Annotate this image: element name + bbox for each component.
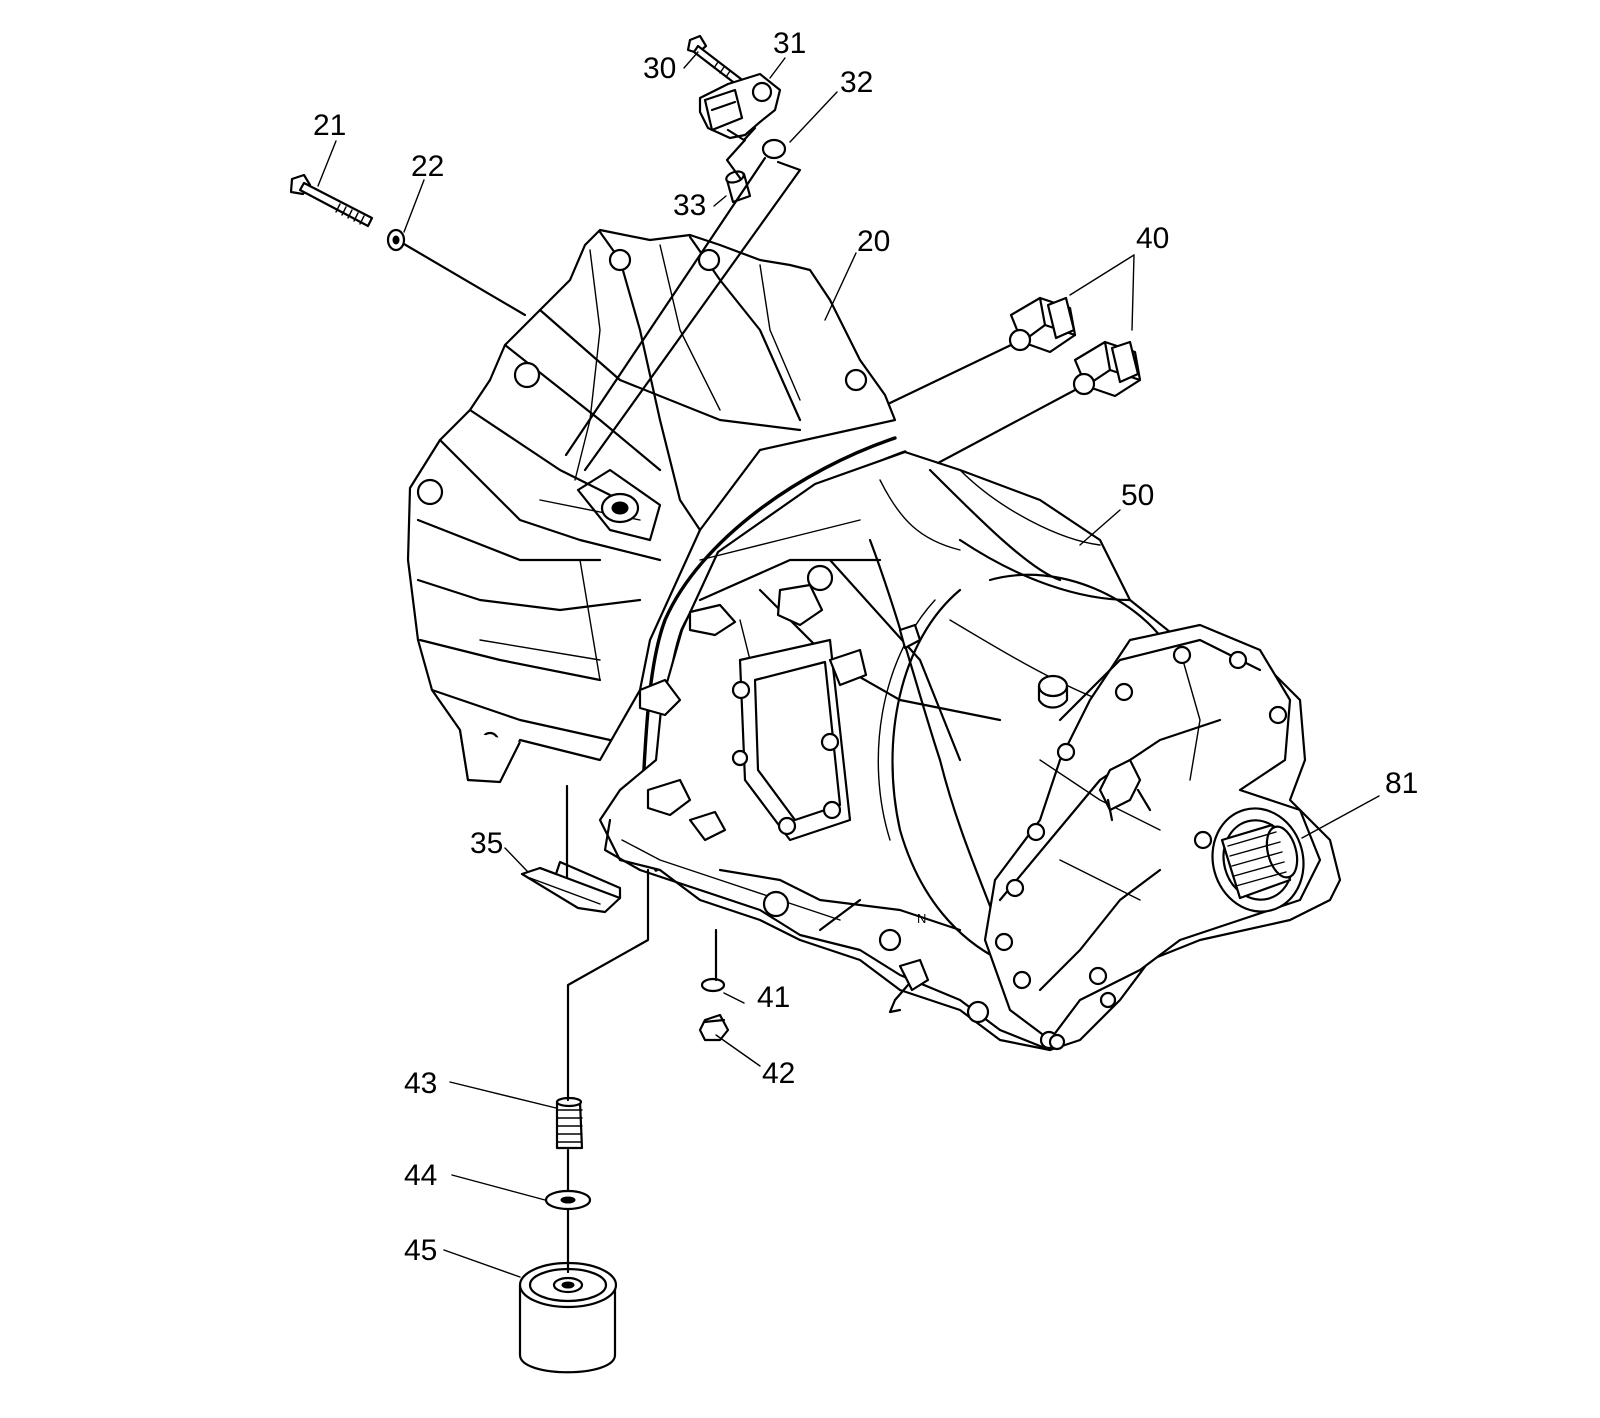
- callout-50: 50: [1121, 479, 1154, 512]
- callout-30: 30: [643, 52, 676, 85]
- callout-44: 44: [404, 1159, 437, 1192]
- callout-42: 42: [762, 1057, 795, 1090]
- callout-35: 35: [470, 827, 503, 860]
- part-40-switch-lower: [936, 340, 1142, 465]
- part-41-seal: [700, 977, 726, 993]
- callout-33: 33: [673, 189, 706, 222]
- output-shaft: [1211, 807, 1305, 913]
- part-43-adapter: [555, 1096, 584, 1150]
- callout-20: 20: [857, 225, 890, 258]
- part-40-switch-upper: [888, 296, 1077, 405]
- callout-81: 81: [1385, 767, 1418, 800]
- callout-21: 21: [313, 109, 346, 142]
- part-42-plug: [698, 1013, 730, 1042]
- housing-marking: N: [917, 911, 926, 926]
- part-44-washer: [544, 1189, 592, 1211]
- callout-31: 31: [773, 27, 806, 60]
- part-21-bolt: [289, 173, 374, 228]
- callout-45: 45: [404, 1234, 437, 1267]
- case-seam: [638, 436, 897, 862]
- part-22-washer: [386, 228, 406, 252]
- callout-labels: 30 31 32 33 21 22 20 40 50 81 35 41 42 4…: [313, 27, 1418, 1267]
- callout-22: 22: [411, 150, 444, 183]
- part-32-oring: [761, 138, 787, 160]
- leader-lines: [317, 51, 1380, 1278]
- rear-extension: [983, 623, 1322, 1042]
- callout-40: 40: [1136, 222, 1169, 255]
- transmission-housing: N: [406, 228, 1342, 1052]
- callout-41: 41: [757, 981, 790, 1014]
- part-35-filter: [520, 860, 622, 914]
- part-31-sensor: [698, 72, 782, 142]
- callout-32: 32: [840, 66, 873, 99]
- part-45-canister: [518, 1261, 618, 1374]
- callout-43: 43: [404, 1067, 437, 1100]
